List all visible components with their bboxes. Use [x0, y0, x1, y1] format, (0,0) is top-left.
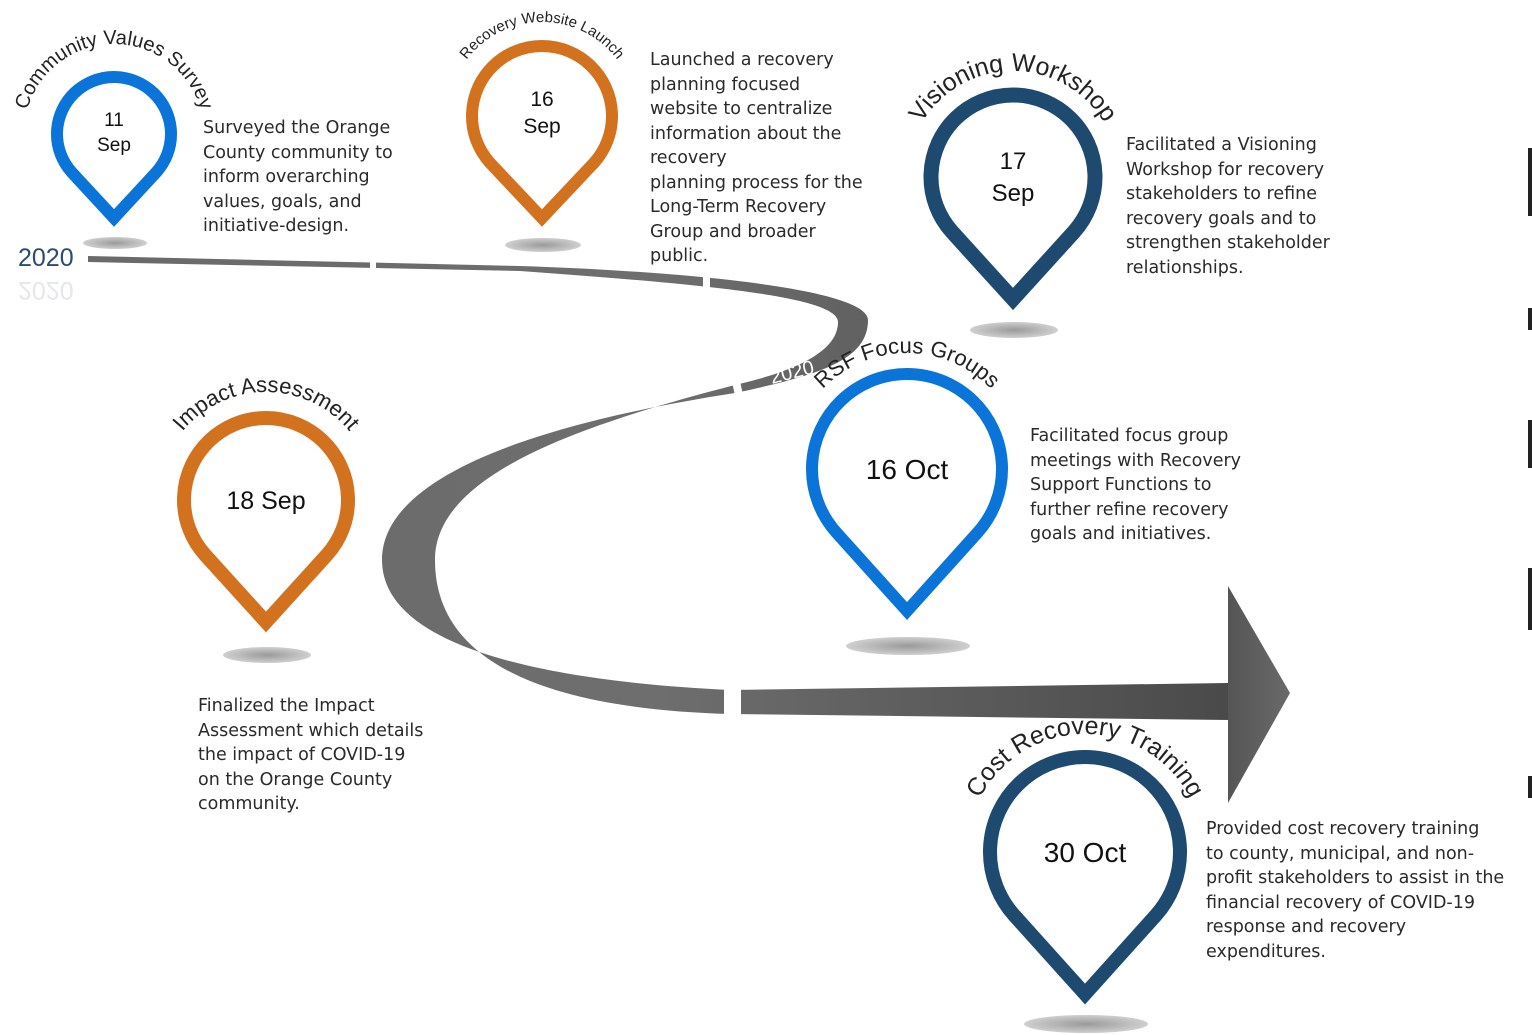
pin-date: 30 Oct	[1044, 837, 1127, 868]
edge-mark	[1528, 308, 1532, 330]
map-pin-icon	[466, 40, 618, 227]
pin-shadow	[846, 637, 970, 655]
pin-date: 18 Sep	[226, 487, 305, 515]
milestone-description-visioning-workshop: Facilitated a Visioning Workshop for rec…	[1126, 135, 1330, 278]
pin-shadow	[970, 322, 1058, 338]
pin-date: 11	[104, 110, 124, 131]
edge-mark	[1528, 568, 1532, 630]
start-year-reflection: 2020	[18, 276, 74, 304]
edge-mark	[1528, 148, 1532, 216]
edge-mark	[1528, 420, 1532, 468]
edge-mark	[1528, 776, 1532, 798]
pin-date-month: Sep	[97, 135, 131, 156]
milestone-description-impact-assessment: Finalized the Impact Assessment which de…	[198, 696, 424, 814]
map-pin-icon	[177, 411, 355, 633]
road-gaps	[370, 252, 745, 730]
start-year-label: 2020	[18, 244, 74, 272]
pin-date-month: Sep	[992, 180, 1035, 207]
mid-year-label: 2020	[768, 357, 817, 389]
pin-date-month: Sep	[523, 115, 560, 138]
timeline-arrow-head	[1228, 586, 1290, 803]
map-pin-icon	[923, 87, 1103, 311]
map-pin-icon	[983, 750, 1187, 1005]
pin-shadow	[83, 237, 147, 249]
pin-shadow	[505, 238, 581, 252]
pin-date: 16	[530, 88, 553, 111]
pin-date: 16 Oct	[866, 454, 949, 485]
timeline-road	[88, 252, 1290, 803]
map-pin-icon	[806, 368, 1008, 620]
milestone-description-rsf-focus-groups: Facilitated focus group meetings with Re…	[1030, 426, 1242, 544]
milestone-description-recovery-website-launch: Launched a recovery planning focused web…	[650, 50, 863, 266]
milestone-description-community-values-survey: Surveyed the Orange County community to …	[203, 118, 393, 236]
pin-shadow	[223, 647, 311, 663]
pin-shadow	[1024, 1015, 1148, 1033]
map-pin-icon	[51, 71, 177, 227]
pin-date: 17	[1000, 148, 1027, 175]
milestone-description-cost-recovery-training: Provided cost recovery training to count…	[1206, 819, 1505, 962]
